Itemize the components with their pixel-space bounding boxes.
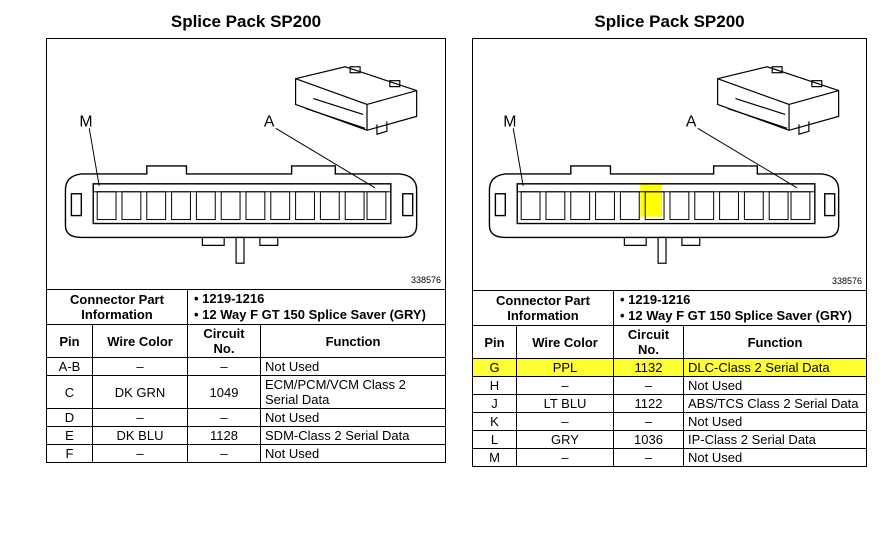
circuit-cell: – xyxy=(187,357,262,376)
pin-cell: G xyxy=(472,358,517,377)
circuit-cell: – xyxy=(613,412,685,431)
connector-info-label: Connector Part Information xyxy=(45,289,189,325)
function-cell: IP-Class 2 Serial Data xyxy=(683,430,867,449)
pin-cell: C xyxy=(46,375,93,409)
circuit-cell: – xyxy=(613,376,685,395)
function-cell: Not Used xyxy=(683,412,867,431)
circuit-cell: 1132 xyxy=(613,358,685,377)
table-row: H––Not Used xyxy=(472,376,867,395)
connector-info-row: Connector Part Information • 1219-1216 •… xyxy=(45,289,446,325)
pin-cell: D xyxy=(46,408,93,427)
wire-color-cell: GRY xyxy=(515,430,615,449)
circuit-cell: – xyxy=(613,448,685,467)
pin-cell: F xyxy=(46,444,93,463)
table-row: A-B––Not Used xyxy=(46,357,446,376)
table-header-row: Pin Wire Color Circuit No. Function xyxy=(472,325,867,359)
connector-info: • 1219-1216 • 12 Way F GT 150 Splice Sav… xyxy=(613,290,867,326)
connector-info-desc: • 12 Way F GT 150 Splice Saver (GRY) xyxy=(620,308,852,323)
connector-latch xyxy=(623,236,701,264)
connector-info-row: Connector Part Information • 1219-1216 •… xyxy=(471,290,867,326)
connector-iso-sketch xyxy=(717,66,840,136)
pin-cell: L xyxy=(472,430,517,449)
header-circuit-no: Circuit No. xyxy=(613,325,685,359)
wire-color-cell: – xyxy=(515,412,615,431)
function-cell: Not Used xyxy=(260,357,446,376)
panel-title: Splice Pack SP200 xyxy=(594,12,745,31)
pin-cell: M xyxy=(472,448,517,467)
connector-cavities xyxy=(520,191,811,221)
connector-diagram: M A xyxy=(472,38,867,291)
table-row: M––Not Used xyxy=(472,448,867,467)
connector-info-label: Connector Part Information xyxy=(471,290,615,326)
label-a: A xyxy=(686,113,697,130)
pinout-table: Connector Part Information • 1219-1216 •… xyxy=(45,289,446,463)
figure-number: 338576 xyxy=(410,275,441,285)
function-cell: ECM/PCM/VCM Class 2 Serial Data xyxy=(260,375,446,409)
wire-color-cell: – xyxy=(515,448,615,467)
connector-info-desc: • 12 Way F GT 150 Splice Saver (GRY) xyxy=(194,307,426,322)
connector-cavities xyxy=(96,191,387,221)
connector-info-part: • 1219-1216 xyxy=(620,292,691,307)
label-a: A xyxy=(264,113,275,130)
header-wire-color: Wire Color xyxy=(515,325,615,359)
connector-drawing: M A xyxy=(488,66,840,264)
pin-cell: J xyxy=(472,394,517,413)
header-function: Function xyxy=(683,325,867,359)
wire-color-cell: LT BLU xyxy=(515,394,615,413)
wire-color-cell: DK GRN xyxy=(91,375,189,409)
wire-color-cell: – xyxy=(91,357,189,376)
wire-color-cell: – xyxy=(91,408,189,427)
circuit-cell: – xyxy=(187,408,262,427)
pin-cell: E xyxy=(46,426,93,445)
pin-cell: K xyxy=(472,412,517,431)
circuit-cell: 1036 xyxy=(613,430,685,449)
circuit-cell: – xyxy=(187,444,262,463)
figure-number: 338576 xyxy=(831,276,862,286)
pin-cell: A-B xyxy=(46,357,93,376)
function-cell: SDM-Class 2 Serial Data xyxy=(260,426,446,445)
function-cell: Not Used xyxy=(683,376,867,395)
wire-color-cell: – xyxy=(91,444,189,463)
wire-color-cell: DK BLU xyxy=(91,426,189,445)
header-circuit-no: Circuit No. xyxy=(187,324,262,358)
wire-color-cell: – xyxy=(515,376,615,395)
header-pin: Pin xyxy=(46,324,93,358)
table-row: D––Not Used xyxy=(46,408,446,427)
connector-face xyxy=(488,165,840,239)
circuit-cell: 1122 xyxy=(613,394,685,413)
connector-drawing: M A xyxy=(64,66,418,264)
function-cell: Not Used xyxy=(683,448,867,467)
pinout-table: Connector Part Information • 1219-1216 •… xyxy=(471,290,867,467)
table-row: K––Not Used xyxy=(472,412,867,431)
label-m: M xyxy=(79,113,92,130)
table-row: F––Not Used xyxy=(46,444,446,463)
connector-info: • 1219-1216 • 12 Way F GT 150 Splice Sav… xyxy=(187,289,446,325)
header-function: Function xyxy=(260,324,446,358)
panel-title: Splice Pack SP200 xyxy=(170,12,322,31)
connector-info-part: • 1219-1216 xyxy=(194,291,265,306)
connector-face xyxy=(64,165,418,239)
connector-diagram: M A 338576 xyxy=(46,38,446,290)
header-wire-color: Wire Color xyxy=(91,324,189,358)
pin-cell: H xyxy=(472,376,517,395)
connector-latch xyxy=(201,236,279,264)
header-pin: Pin xyxy=(472,325,517,359)
pin-g-highlight xyxy=(640,182,663,217)
connector-iso-sketch xyxy=(295,66,418,136)
function-cell: Not Used xyxy=(260,444,446,463)
function-cell: Not Used xyxy=(260,408,446,427)
label-m: M xyxy=(503,113,516,130)
wire-color-cell: PPL xyxy=(515,358,615,377)
table-header-row: Pin Wire Color Circuit No. Function xyxy=(46,324,446,358)
circuit-cell: 1128 xyxy=(187,426,262,445)
function-cell: ABS/TCS Class 2 Serial Data xyxy=(683,394,867,413)
function-cell: DLC-Class 2 Serial Data xyxy=(683,358,867,377)
circuit-cell: 1049 xyxy=(187,375,262,409)
